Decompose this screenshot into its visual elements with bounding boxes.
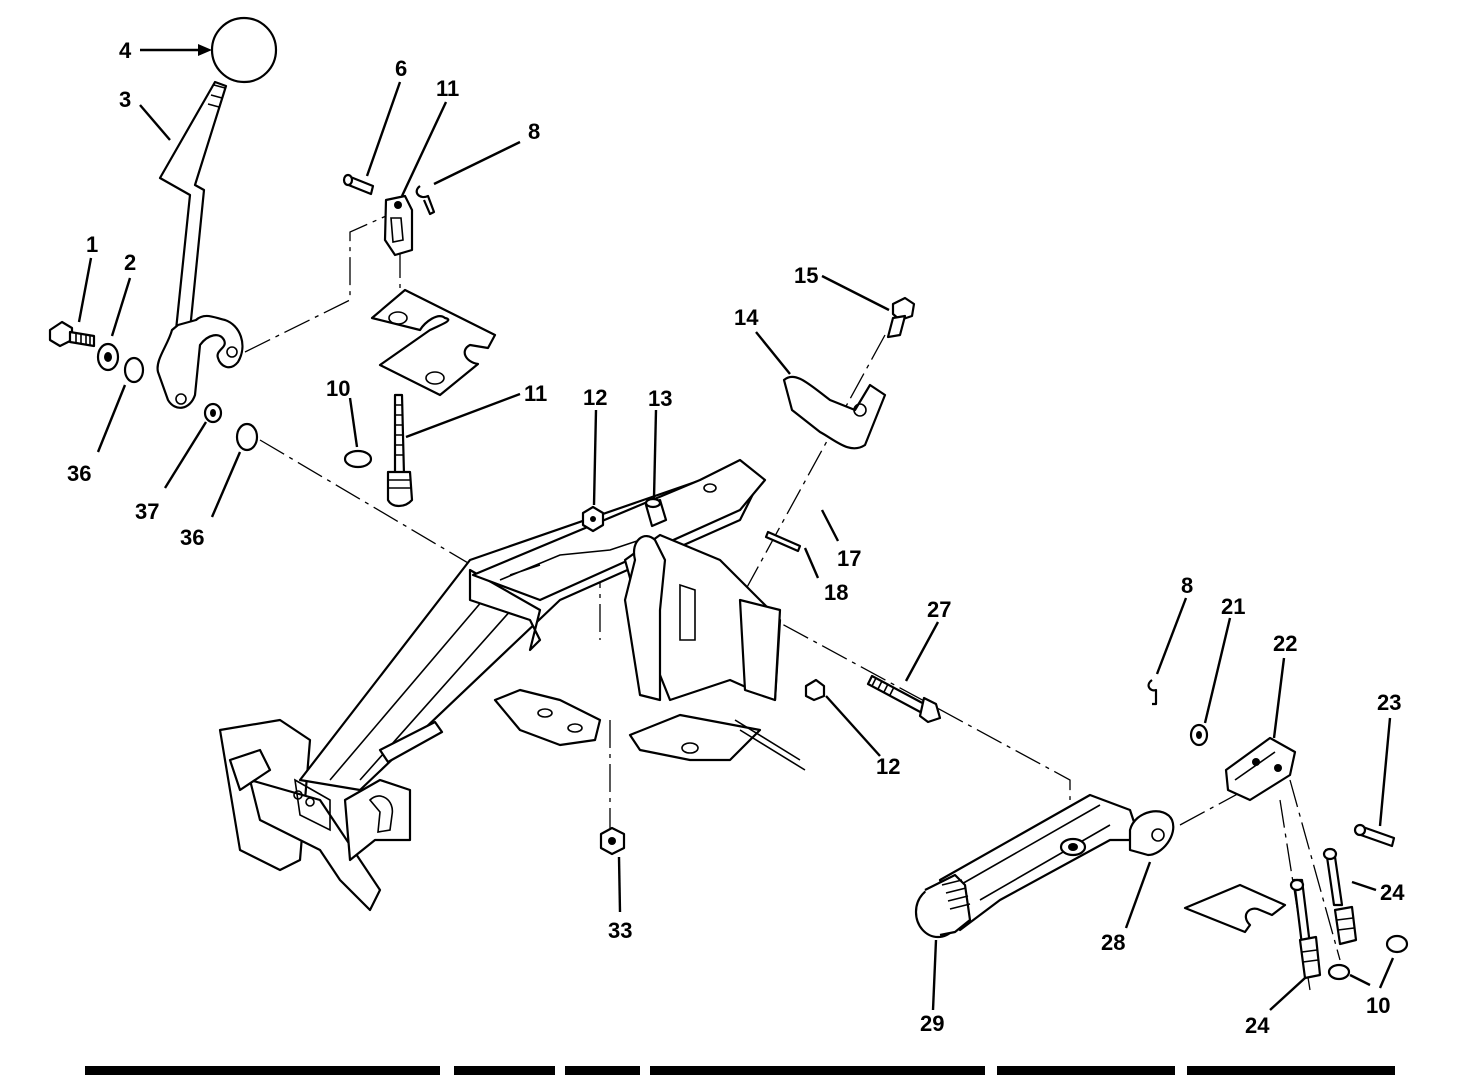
label-3: 3 <box>119 87 131 112</box>
callout-labels: 4 3 1 2 6 11 8 15 14 10 11 12 13 36 37 3… <box>67 38 1405 1038</box>
clip-10-b <box>1327 934 1409 981</box>
label-33: 33 <box>608 918 632 943</box>
cotter-pin-8-b <box>1147 679 1158 706</box>
label-10-b: 10 <box>1366 993 1390 1018</box>
label-6: 6 <box>395 56 407 81</box>
nut-12-a <box>581 505 605 533</box>
nut-33 <box>599 826 626 856</box>
label-23: 23 <box>1377 690 1401 715</box>
plate-small <box>1183 883 1287 934</box>
handle-29 <box>914 793 1175 939</box>
label-13: 13 <box>648 386 672 411</box>
label-15: 15 <box>794 263 818 288</box>
bracket-14 <box>782 375 887 450</box>
pin-6 <box>342 173 375 196</box>
label-12-a: 12 <box>583 385 607 410</box>
bolt-27 <box>866 674 942 724</box>
label-36-b: 36 <box>180 525 204 550</box>
washer-36-a <box>123 356 145 384</box>
rod-24-b <box>1322 847 1358 946</box>
label-14: 14 <box>734 305 759 330</box>
bushing-37 <box>203 402 223 424</box>
clip-10-a <box>343 449 373 469</box>
washer-36-b <box>235 422 259 452</box>
label-36-a: 36 <box>67 461 91 486</box>
label-2: 2 <box>124 250 136 275</box>
cropped-bottom-banner <box>85 1066 1395 1075</box>
label-11-b: 11 <box>524 381 547 406</box>
label-24-b: 24 <box>1245 1013 1270 1038</box>
bolt-1 <box>48 320 96 348</box>
label-1: 1 <box>86 232 98 257</box>
label-29: 29 <box>920 1011 944 1036</box>
label-17: 17 <box>837 546 861 571</box>
leader-lines <box>77 44 1395 1011</box>
spacer-13 <box>644 497 668 528</box>
bolt-15 <box>886 296 916 339</box>
label-22: 22 <box>1273 631 1297 656</box>
rod-24-a <box>1289 878 1322 980</box>
label-11-a: 11 <box>436 76 459 101</box>
label-24-a: 24 <box>1380 880 1405 905</box>
washer-21 <box>1189 723 1209 747</box>
alignment-lines <box>244 211 1341 991</box>
pin-18 <box>764 530 802 553</box>
clevis-11 <box>383 194 414 257</box>
label-4: 4 <box>119 38 132 63</box>
block-22 <box>1224 736 1297 802</box>
shift-lever <box>156 80 244 409</box>
rod-11 <box>386 393 414 508</box>
plate <box>370 288 497 397</box>
label-28: 28 <box>1101 930 1125 955</box>
label-10-a: 10 <box>326 376 350 401</box>
label-8-b: 8 <box>1181 573 1193 598</box>
frame-assembly <box>218 458 806 912</box>
cotter-pin-8-a <box>415 185 436 216</box>
shift-knob <box>210 16 278 84</box>
label-37: 37 <box>135 499 159 524</box>
nut-12-b <box>804 678 826 702</box>
label-27: 27 <box>927 597 951 622</box>
label-18: 18 <box>824 580 848 605</box>
label-21: 21 <box>1221 594 1245 619</box>
pin-23 <box>1353 823 1396 848</box>
label-12-b: 12 <box>876 754 900 779</box>
label-8-a: 8 <box>528 119 540 144</box>
washer-2 <box>96 342 120 372</box>
